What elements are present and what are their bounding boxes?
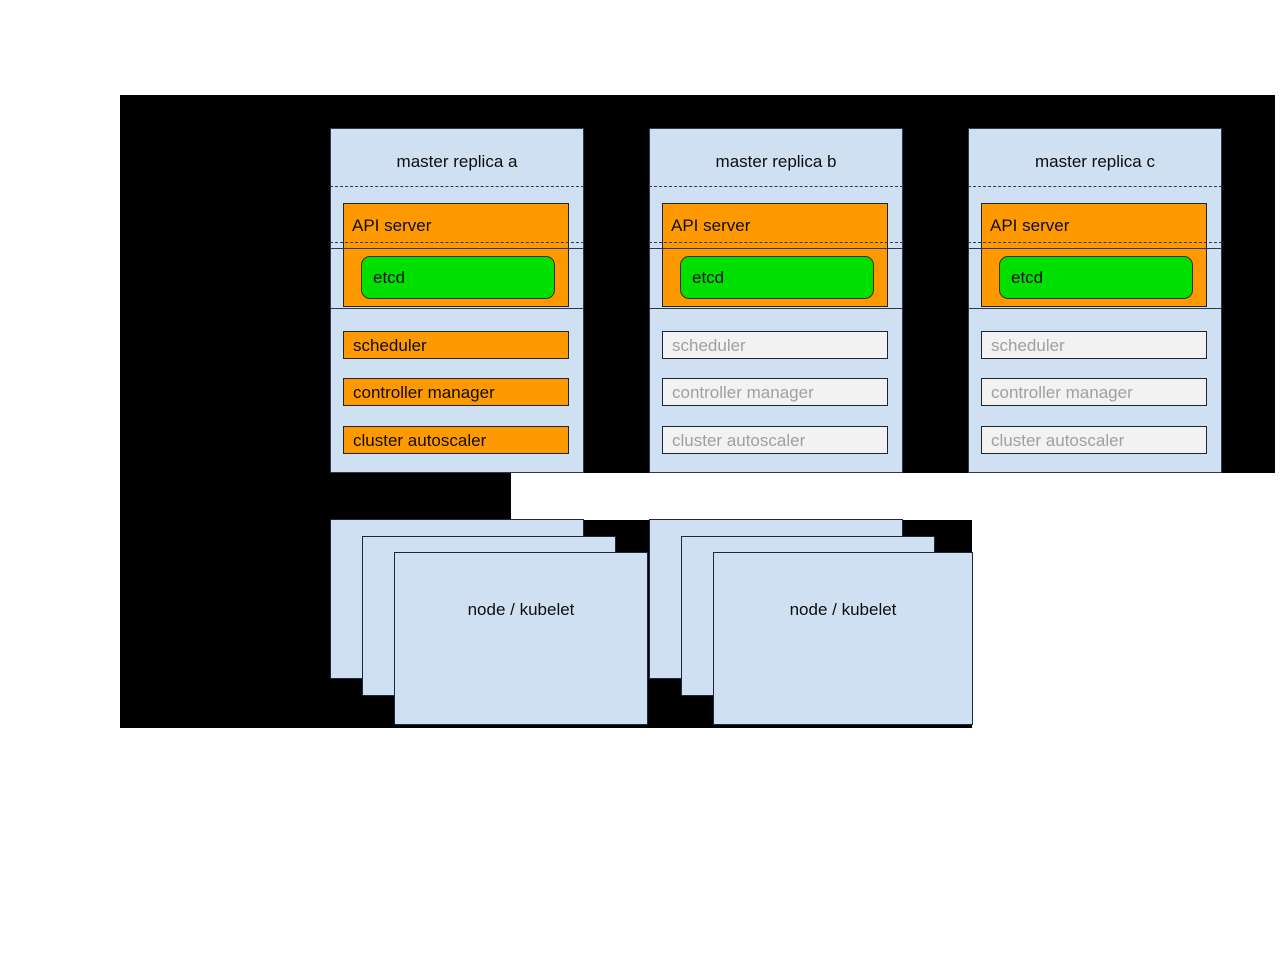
replica-b-component-scheduler[interactable]: scheduler — [662, 331, 888, 359]
replica-b-component-controller-manager[interactable]: controller manager — [662, 378, 888, 406]
replica-b-etcd-top-rule — [649, 248, 903, 249]
replica-b-component-cluster-autoscaler[interactable]: cluster autoscaler — [662, 426, 888, 454]
replica-c-component-controller-manager[interactable]: controller manager — [981, 378, 1207, 406]
replica-c-header-divider — [968, 186, 1222, 187]
master-replica-c-title: master replica c — [1035, 152, 1155, 171]
replica-a-header-divider — [330, 186, 584, 187]
replica-b-header-divider — [649, 186, 903, 187]
node-stack-2-label: node / kubelet — [789, 600, 897, 619]
replica-c-api-server-label: API server — [990, 216, 1070, 235]
replica-b-api-divider — [649, 242, 903, 243]
node-stack-2-front[interactable] — [713, 552, 973, 725]
master-replica-a-title: master replica a — [396, 152, 518, 171]
replica-b-etcd-bottom-rule — [649, 308, 903, 309]
replica-c-component-scheduler[interactable]: scheduler — [981, 331, 1207, 359]
node-stack-1-front[interactable] — [394, 552, 648, 725]
replica-c-etcd-top-rule — [968, 248, 1222, 249]
replica-b-api-server-label: API server — [671, 216, 751, 235]
replica-a-api-server-label: API server — [352, 216, 432, 235]
replica-c-component-cluster-autoscaler[interactable]: cluster autoscaler — [981, 426, 1207, 454]
replica-a-etcd-box[interactable]: etcd — [361, 256, 555, 299]
replica-a-etcd-top-rule — [330, 248, 584, 249]
replica-b-etcd-box[interactable]: etcd — [680, 256, 874, 299]
replica-c-api-divider — [968, 242, 1222, 243]
replica-c-etcd-bottom-rule — [968, 308, 1222, 309]
replica-c-etcd-box[interactable]: etcd — [999, 256, 1193, 299]
master-replica-b-title: master replica b — [715, 152, 837, 171]
replica-a-etcd-bottom-rule — [330, 308, 584, 309]
backdrop-notch-left — [120, 473, 511, 520]
replica-a-component-scheduler[interactable]: scheduler — [343, 331, 569, 359]
node-stack-1-label: node / kubelet — [467, 600, 575, 619]
replica-a-component-cluster-autoscaler[interactable]: cluster autoscaler — [343, 426, 569, 454]
replica-a-api-divider — [330, 242, 584, 243]
replica-a-component-controller-manager[interactable]: controller manager — [343, 378, 569, 406]
